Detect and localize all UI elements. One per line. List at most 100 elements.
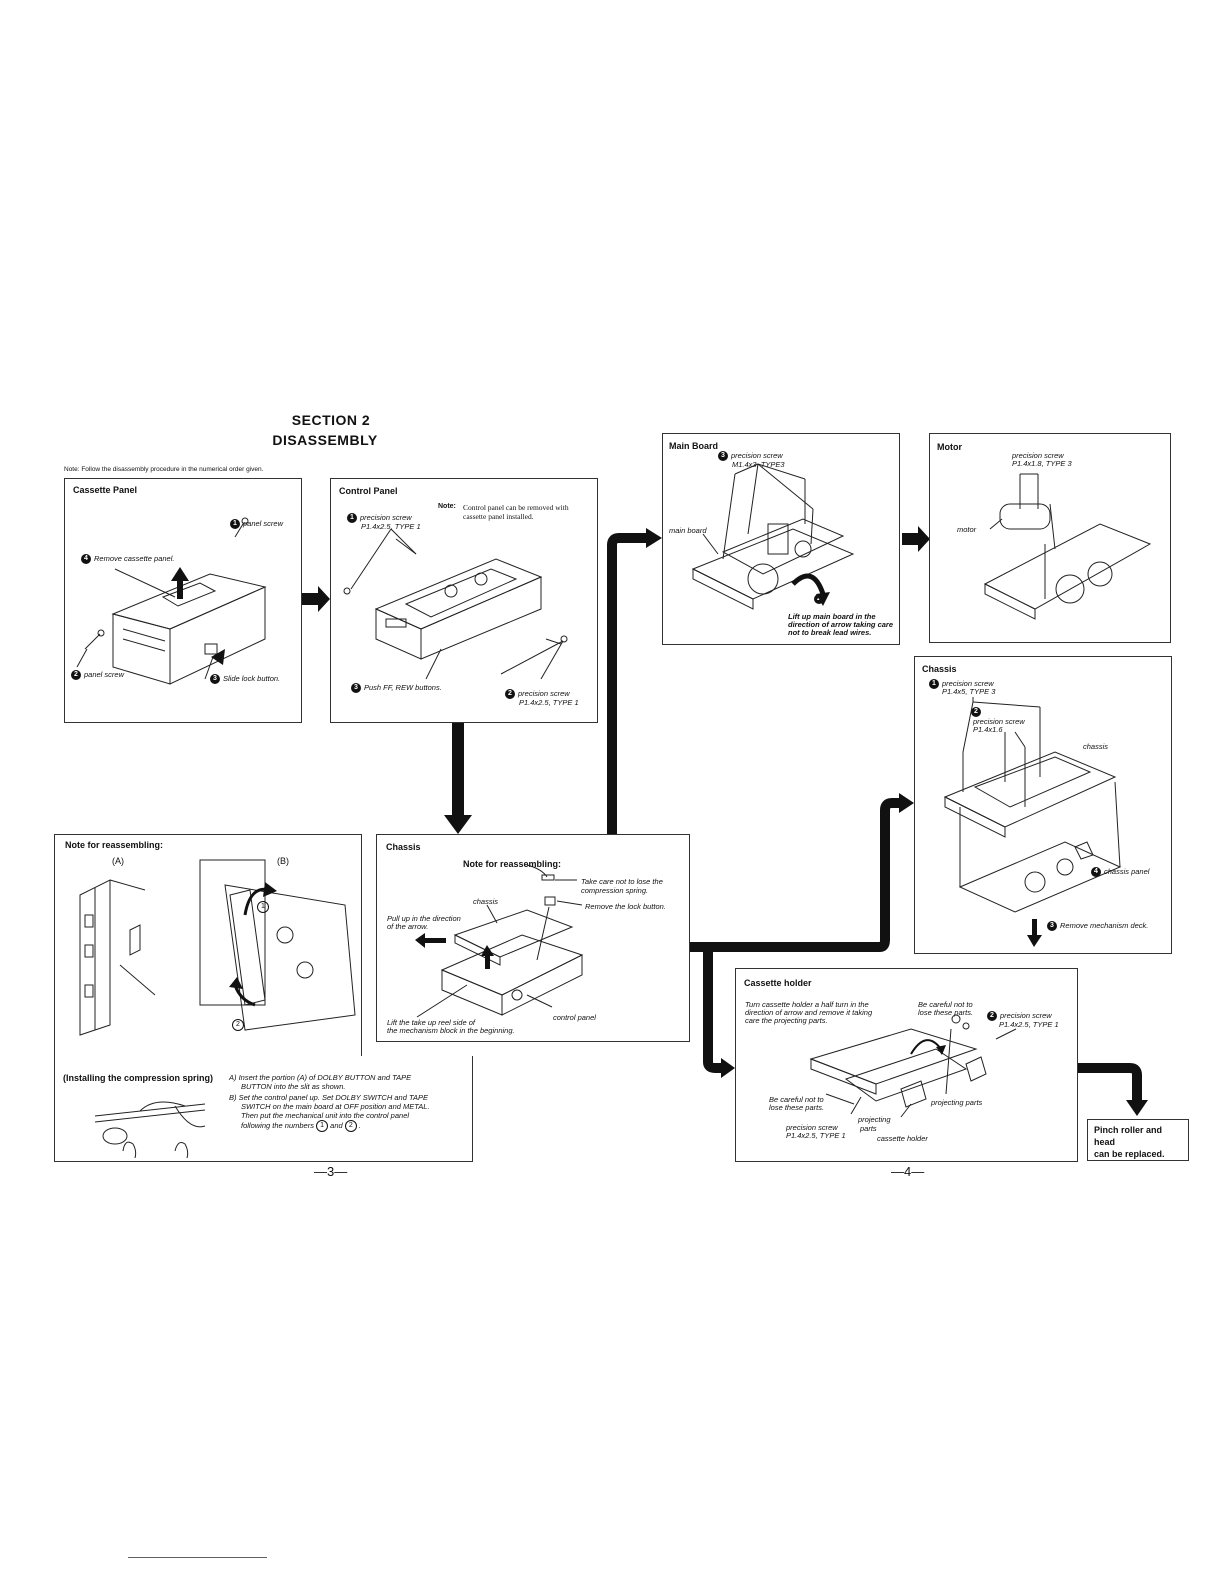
- chassis-spring-2: compression spring.: [581, 886, 649, 895]
- label-b: (B): [277, 856, 289, 866]
- mainboard-screw-a: precision screw: [731, 451, 783, 460]
- step-number-icon: 3: [351, 683, 361, 694]
- page-number-left: —3—: [314, 1164, 348, 1179]
- spring-text-b4-line: following the numbers 1 and 2 .: [241, 1120, 361, 1132]
- chassis-right-screw2-a: precision screw: [973, 717, 1025, 726]
- pinch-line-2: can be replaced.: [1094, 1149, 1165, 1160]
- holder-careful-2: lose these parts.: [918, 1008, 974, 1017]
- chassis-right-illustration: [943, 697, 1122, 947]
- control-panel-box: Control Panel Note: Control panel can be…: [330, 478, 598, 723]
- number-2-marker: 2: [232, 1016, 244, 1034]
- installing-spring-title: (Installing the compression spring): [63, 1073, 214, 1083]
- number-2-icon: 2: [344, 1120, 357, 1132]
- holder-proj-1: projecting parts: [931, 1098, 983, 1107]
- holder-label: cassette holder: [877, 1134, 928, 1143]
- chassis-right-panel-label: chassis panel: [1104, 867, 1150, 876]
- chassis-lock: Remove the lock button.: [585, 902, 666, 911]
- chassis-center-label: chassis: [473, 897, 499, 906]
- spring-text-b1: B) Set the control panel up. Set DOLBY S…: [229, 1093, 428, 1102]
- cassette-label-2: panel screw: [84, 670, 125, 679]
- step-number-icon: 1: [230, 519, 240, 530]
- holder-turn-1: Turn cassette holder a half turn in the: [745, 1000, 869, 1009]
- chassis-lift-2: the mechanism block in the beginning.: [387, 1026, 515, 1035]
- step-number-icon: 2: [987, 1011, 997, 1022]
- page-number-right: —4—: [891, 1164, 925, 1179]
- motor-screw-a: precision screw: [1012, 451, 1064, 460]
- mainboard-lift-1: Lift up main board in the: [788, 612, 876, 621]
- motor-illustration: [983, 473, 1152, 620]
- mainboard-board-label: main board: [669, 526, 707, 535]
- cassette-holder-title: Cassette holder: [744, 978, 812, 988]
- motor-title: Motor: [937, 442, 962, 452]
- holder-screw2-a: precision screw: [786, 1123, 838, 1132]
- spring-text-a2: BUTTON into the slit as shown.: [241, 1082, 346, 1091]
- mainboard-lift-2: direction of arrow taking care: [788, 620, 894, 629]
- spring-installation-illustration: [94, 1101, 206, 1159]
- cassette-label-3: Slide lock button.: [223, 674, 281, 683]
- holder-careful-4: lose these parts.: [769, 1103, 825, 1112]
- holder-turn-2: direction of arrow and remove it taking: [745, 1008, 873, 1017]
- step-number-icon: 3: [1047, 921, 1057, 932]
- step-number-icon: 4: [1091, 867, 1101, 878]
- procedure-note: Note: Follow the disassembly procedure i…: [64, 466, 264, 473]
- chassis-pull-1: Pull up in the direction: [387, 914, 461, 923]
- holder-careful-1: Be careful not to: [918, 1000, 973, 1009]
- control-note-head: Note:: [438, 503, 456, 510]
- spring-text-b5: and: [330, 1120, 343, 1130]
- holder-proj-2a: projecting: [858, 1115, 891, 1124]
- chassis-right-screw1-a: precision screw: [942, 679, 994, 688]
- main-board-illustration: [691, 463, 855, 610]
- cassette-holder-box: Cassette holder Turn cassette holder a h…: [735, 968, 1078, 1162]
- spring-text-a1: A) Insert the portion (A) of DOLBY BUTTO…: [229, 1073, 412, 1082]
- holder-careful-3: Be careful not to: [769, 1095, 824, 1104]
- spring-text-b3: Then put the mechanical unit into the co…: [241, 1111, 410, 1120]
- chassis-right-screw1-b: P1.4x5, TYPE 3: [942, 687, 996, 696]
- control-note-text: Control panel can be removed with casset…: [463, 503, 569, 521]
- holder-screw2-b: P1.4x2.5, TYPE 1: [786, 1131, 846, 1140]
- chassis-center-note: Note for reassembling:: [463, 859, 562, 869]
- reassembling-left-box: Note for reassembling: (A) (B) 1 2: [54, 834, 362, 1056]
- step-number-icon: 2: [71, 670, 81, 681]
- chassis-center-illustration: [415, 864, 584, 1018]
- control-step3-text: Push FF, REW buttons.: [364, 683, 442, 692]
- step-number-icon: 2: [971, 707, 981, 718]
- holder-proj-2b: parts: [860, 1124, 877, 1133]
- spring-text-b2: SWITCH on the main board at OFF position…: [241, 1102, 430, 1111]
- holder-turn-3: care the projecting parts.: [745, 1016, 828, 1025]
- reassembling-left-title: Note for reassembling:: [65, 840, 164, 850]
- chassis-center-title: Chassis: [386, 842, 421, 852]
- label-a: (A): [112, 856, 124, 866]
- step-number-icon: 3: [718, 451, 728, 462]
- motor-box: Motor precision screw P1.4x1.8, TYPE 3 m…: [929, 433, 1171, 643]
- mainboard-lift-3: not to break lead wires.: [788, 628, 872, 637]
- chassis-center-box: Chassis Note for reassembling: Take care…: [376, 834, 690, 1042]
- control-panel-illustration: [343, 528, 568, 680]
- motor-label: motor: [957, 525, 977, 534]
- spring-text-b4: following the numbers: [241, 1120, 314, 1130]
- section-number: SECTION 2: [291, 412, 371, 428]
- step-number-icon: 4: [81, 554, 91, 565]
- installing-spring-box: (Installing the compression spring) A) I…: [54, 1056, 473, 1162]
- cassette-label-1: panel screw: [243, 519, 284, 528]
- control-screw1-a: precision screw: [360, 513, 412, 522]
- chassis-pull-2: of the arrow.: [387, 922, 429, 931]
- control-screw1-b: P1.4x2.5, TYPE 1: [361, 522, 421, 531]
- step-number-icon: 3: [210, 674, 220, 685]
- cassette-label-4: Remove cassette panel.: [94, 554, 175, 563]
- cassette-holder-illustration: [809, 1014, 1017, 1118]
- chassis-right-label: chassis: [1083, 742, 1109, 751]
- holder-screw-b: P1.4x2.5, TYPE 1: [999, 1020, 1059, 1029]
- chassis-spring-1: Take care not to lose the: [581, 877, 663, 886]
- step-number-icon: 1: [929, 679, 939, 690]
